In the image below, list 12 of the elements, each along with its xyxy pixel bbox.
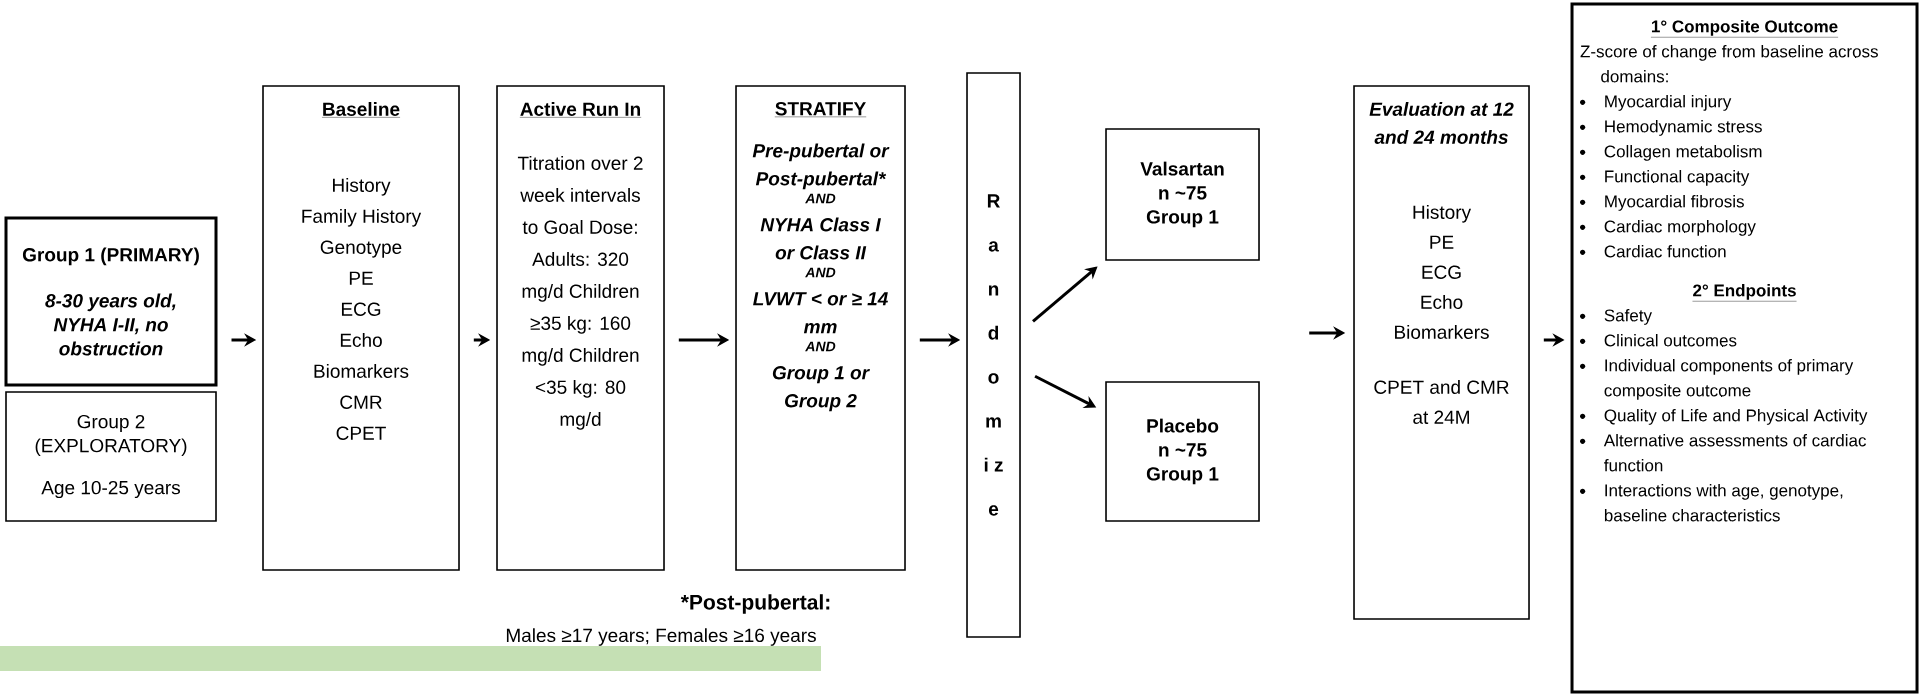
arm-box: Valsartan n ~75 Group 1 <box>1105 128 1260 261</box>
randomize-box: R a n d o m i z e <box>966 72 1021 638</box>
footnote-text: Males ≥17 years; Females ≥16 years <box>506 628 816 646</box>
stratify-box: STRATIFY Pre-pubertal or Post-pubertal* AND NYHA Class I or Class II AND LVWT < or ≥ 14 mm AND Group 1 or Group 2 <box>735 85 906 571</box>
evaluation-box: Evaluation at 12 and 24 months History PE ECG Echo Biomarkers CPET and CMR at 24M <box>1353 85 1530 620</box>
footnote-heading: *Post-pubertal: <box>680 594 830 614</box>
group-box: Group 2 (EXPLORATORY) Age 10-25 years <box>5 391 217 522</box>
outcome-box: 1° Composite Outcome Z-score of change from baseline across domains: Myocardial injury Hemodynamic stress Collagen metabolism Functional capacity Myocardial fibrosis Cardiac morphology Cardiac function 2° Endpoints Safety Clinical outcomes Individual components of primary composite outcome Quality of Life and Physical Activity Alternative assessments of cardiac function Interactions with age, genotype, baseline characteristics <box>1570 2 1919 694</box>
baseline-box: Baseline History Family History Genotype PE ECG Echo Biomarkers CMR CPET <box>262 85 460 571</box>
arm-box: Placebo n ~75 Group 1 <box>1105 381 1260 522</box>
run-in-box: Active Run In Titration over 2 week intervals to Goal Dose: Adults: 320 mg/d Children ≥35 kg: 160 mg/d Children <35 kg: 80 mg/d <box>496 85 665 571</box>
group-box: Group 1 (PRIMARY) 8-30 years old, NYHA I-II, no obstruction <box>4 216 218 387</box>
